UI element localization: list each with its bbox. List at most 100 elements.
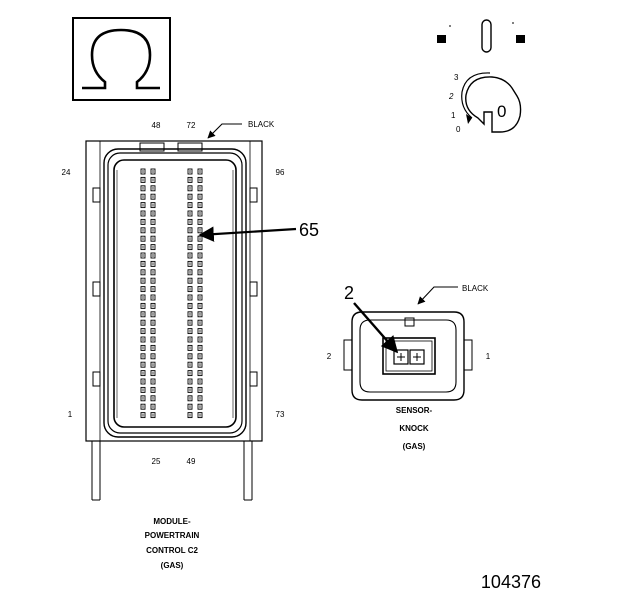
module-pin-cavity-cell [150, 193, 156, 200]
module-pin-cavity-cell [197, 277, 203, 284]
module-pin-cavity-cell [197, 168, 203, 175]
module-pin-cavity-cell [140, 294, 146, 301]
module-pin-cavity-cell [197, 302, 203, 309]
module-pin-cavity-cell [140, 361, 146, 368]
module-pin-cavity-cell [187, 286, 193, 293]
module-pin-cavity-cell [150, 210, 156, 217]
knock-outer-shell [351, 311, 465, 401]
module-pin-cavity-cell [140, 353, 146, 360]
module-pin-cavity-cell [187, 210, 193, 217]
module-color-leader [207, 123, 242, 139]
module-pin-cavity-cell [187, 193, 193, 200]
module-pin-cavity-cell [197, 260, 203, 267]
module-pin-cavity-cell [140, 319, 146, 326]
module-pin-cavity-cell [197, 386, 203, 393]
module-pin-cavity-cell [140, 218, 146, 225]
module-pin-cavity-cell [197, 269, 203, 276]
module-pin-cavity-cell [197, 193, 203, 200]
module-pin-cavity-cell [140, 210, 146, 217]
module-pin-cavity-cell [187, 378, 193, 385]
module-pin-cavity-cell [197, 185, 203, 192]
knock-pin-1-label: 1 [486, 352, 491, 361]
module-connector [85, 140, 263, 501]
module-pin-cavity-cell [197, 370, 203, 377]
module-pin-24-label: 24 [62, 168, 71, 177]
module-pin-cavity-cell [187, 328, 193, 335]
module-pin-cavity-cell [197, 176, 203, 183]
module-pin-cavity-cell [150, 227, 156, 234]
module-pin-cavity-cell [197, 252, 203, 259]
knock-caption-line-2: KNOCK [399, 424, 429, 433]
module-pin-cavity-cell [187, 218, 193, 225]
module-pin-cavity-cell [187, 386, 193, 393]
module-pin-cavity-cell [197, 395, 203, 402]
module-pin-cavity-cell [150, 378, 156, 385]
module-pin-cavity-cell [140, 412, 146, 419]
module-pin-cavity-cell [150, 176, 156, 183]
module-pin-cavity-cell [187, 252, 193, 259]
module-pin-cavity-cell [187, 344, 193, 351]
knock-color-leader [417, 286, 458, 305]
key-position-dot [466, 114, 472, 124]
module-pin-cavity-cell [197, 336, 203, 343]
module-pin-cavity-cell [150, 286, 156, 293]
module-pin-cavity-cell [197, 210, 203, 217]
key-label: 0 [497, 102, 506, 121]
module-pin-cavity-cell [187, 361, 193, 368]
module-pin-cavity-cell [187, 244, 193, 251]
module-callout-65: 65 [299, 220, 319, 240]
module-seal-outer [103, 148, 247, 438]
module-pin-cavity-cell [150, 311, 156, 318]
module-pin-cavity-cell [140, 302, 146, 309]
knock-callout-2: 2 [344, 283, 354, 303]
module-caption-line-2: POWERTRAIN [145, 531, 200, 540]
knock-callout-arrow [353, 302, 399, 354]
module-pin-cavity-cell [140, 168, 146, 175]
module-pin-cavity-cell [187, 311, 193, 318]
module-pin-cavity-cell [150, 168, 156, 175]
module-pin-cavity-cell [197, 311, 203, 318]
ignition-position-0: 0 [456, 125, 461, 134]
module-pin-cavity-cell [187, 202, 193, 209]
module-pin-cavity-cell [187, 168, 193, 175]
ohm-icon: Ω [72, 17, 171, 101]
knock-pin-2-label: 2 [327, 352, 332, 361]
module-pin-cavity-cell [140, 260, 146, 267]
module-pin-cavity-cell [140, 185, 146, 192]
module-callout-arrow [198, 226, 297, 242]
module-pin-cavity-cell [140, 395, 146, 402]
module-color-label: BLACK [248, 120, 275, 129]
module-pin-cavity-cell [140, 403, 146, 410]
module-pin-cavity-cell [150, 260, 156, 267]
module-pin-cavity-cell [197, 244, 203, 251]
module-pin-25-label: 25 [152, 457, 161, 466]
module-pin-cavity-cell [140, 235, 146, 242]
module-pin-cavity-cell [197, 319, 203, 326]
module-pin-cavity-cell [187, 353, 193, 360]
module-pin-cavity-cell [140, 202, 146, 209]
module-pin-cavity-cell [140, 269, 146, 276]
knock-sensor-connector [343, 311, 473, 401]
module-pin-cavity-cell [197, 412, 203, 419]
module-pin-cavity-cell [197, 328, 203, 335]
ignition-position-3: 3 [454, 73, 459, 82]
knock-pin-cavity [382, 337, 436, 375]
module-pin-72-label: 72 [187, 121, 196, 130]
module-pin-cavity-cell [150, 353, 156, 360]
module-pin-cavity-cell [197, 286, 203, 293]
ignition-marker-left [437, 35, 446, 43]
module-pin-cavity-cell [140, 370, 146, 377]
module-pin-cavity-cell [150, 395, 156, 402]
module-pin-cavity-cell [187, 235, 193, 242]
module-pin-cavity-cell [140, 378, 146, 385]
module-pin-cavity-cell [197, 218, 203, 225]
module-seal-inner [107, 152, 243, 434]
module-pin-cavity-cell [187, 336, 193, 343]
module-pin-cavity-cell [140, 227, 146, 234]
module-pin-cavity-cell [150, 244, 156, 251]
module-pin-cavity-cell [187, 294, 193, 301]
module-pin-48-label: 48 [152, 121, 161, 130]
module-pin-cavity-cell [187, 227, 193, 234]
module-caption-line-3: CONTROL C2 [146, 546, 198, 555]
